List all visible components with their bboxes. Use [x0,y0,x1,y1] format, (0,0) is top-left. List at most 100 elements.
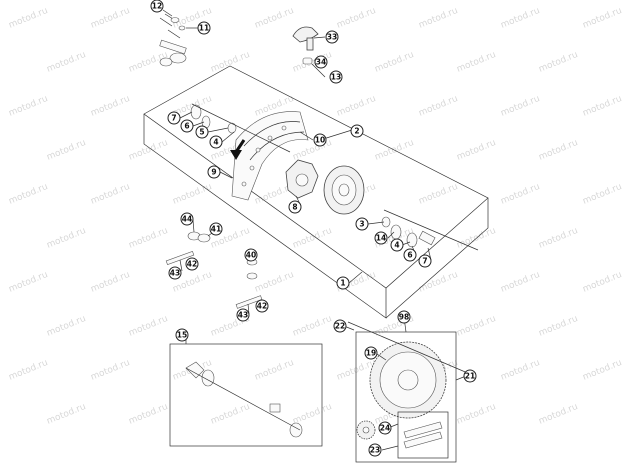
watermark-text: motod.ru [7,182,49,207]
watermark-text: motod.ru [455,402,497,427]
watermark-text: motod.ru [45,314,87,339]
watermark-text: motod.ru [89,6,131,31]
watermark-text: motod.ru [291,138,333,163]
watermark-text: motod.ru [499,358,541,383]
svg-text:43: 43 [238,311,248,320]
svg-text:10: 10 [315,136,325,145]
top-left-parts [159,13,187,67]
watermark-text: motod.ru [499,94,541,119]
watermark-text: motod.ru [499,270,541,295]
svg-text:13: 13 [331,73,341,82]
svg-text:5: 5 [199,128,204,137]
svg-text:24: 24 [380,424,390,433]
watermark-text: motod.ru [417,270,459,295]
callout-4-right: 4 [390,238,404,252]
watermark-text: motod.ru [499,6,541,31]
callout-10: 10 [313,133,327,147]
svg-text:7: 7 [422,257,427,266]
callout-19: 19 [364,346,378,360]
middle-left-parts [165,231,263,309]
watermark-text: motod.ru [373,50,415,75]
callout-7-left: 7 [167,111,181,125]
callout-7-right: 7 [418,254,432,268]
svg-text:41: 41 [211,225,221,234]
brake-box [169,343,323,447]
callout-11: 11 [197,21,211,35]
watermark-text: motod.ru [455,138,497,163]
callout-42-lower: 42 [255,299,269,313]
svg-text:15: 15 [177,331,187,340]
callout-4-left: 4 [209,135,223,149]
watermark-text: motod.ru [7,6,49,31]
callout-1: 1 [336,276,350,290]
watermark-text: motod.ru [127,402,169,427]
watermark-text: motod.ru [537,50,579,75]
watermark-text: motod.ru [89,94,131,119]
watermark-text: motod.ru [171,182,213,207]
callout-43-upper: 43 [168,266,182,280]
svg-text:42: 42 [257,302,267,311]
watermark-text: motod.ru [45,50,87,75]
watermark-text: motod.ru [537,402,579,427]
watermark-text: motod.ru [89,358,131,383]
callout-14: 14 [374,231,388,245]
sprocket-box [347,321,471,463]
svg-text:11: 11 [199,24,209,33]
svg-text:42: 42 [187,260,197,269]
svg-text:1: 1 [340,279,345,288]
wheel-assembly-box [143,65,489,319]
callout-21: 21 [463,369,477,383]
callout-40: 40 [244,248,258,262]
watermark-text: motod.ru [253,6,295,31]
watermark-text: motod.ru [537,138,579,163]
svg-text:4: 4 [213,138,218,147]
callout-34: 34 [314,55,328,69]
callout-22: 22 [333,319,347,333]
callout-44: 44 [180,212,194,226]
watermark-text: motod.ru [455,314,497,339]
callout-23: 23 [368,443,382,457]
callout-12: 12 [150,0,164,13]
watermark-text: motod.ru [417,6,459,31]
callout-5: 5 [195,125,209,139]
svg-text:21: 21 [465,372,475,381]
watermark-text: motod.ru [537,226,579,251]
svg-text:2: 2 [354,127,359,136]
callout-2: 2 [350,124,364,138]
watermark-text: motod.ru [7,94,49,119]
svg-text:43: 43 [170,269,180,278]
svg-text:33: 33 [327,33,337,42]
watermark-text: motod.ru [7,270,49,295]
callout-98: 98 [397,310,411,324]
svg-text:40: 40 [246,251,256,260]
svg-text:6: 6 [407,251,412,260]
watermark-text: motod.ru [45,226,87,251]
callout-9: 9 [207,165,221,179]
watermark-text: motod.ru [45,402,87,427]
svg-text:14: 14 [376,234,386,243]
watermark-text: motod.ru [537,314,579,339]
top-right-parts [292,26,319,65]
watermark-text: motod.ru [127,138,169,163]
watermark-text: motod.ru [127,314,169,339]
svg-text:34: 34 [316,58,326,67]
watermark-text: motod.ru [45,138,87,163]
svg-text:22: 22 [335,322,345,331]
callout-43-lower: 43 [236,308,250,322]
callout-15: 15 [175,328,189,342]
watermark-text: motod.ru [581,270,623,295]
callout-8: 8 [288,200,302,214]
watermark-text: motod.ru [581,182,623,207]
svg-text:4: 4 [394,241,399,250]
svg-text:98: 98 [399,313,409,322]
direction-arrow [230,139,246,160]
callout-3: 3 [355,217,369,231]
svg-text:9: 9 [211,168,216,177]
svg-text:23: 23 [370,446,380,455]
rim-holes [241,125,287,187]
callout-24: 24 [378,421,392,435]
svg-text:7: 7 [171,114,176,123]
watermark-text: motod.ru [253,358,295,383]
